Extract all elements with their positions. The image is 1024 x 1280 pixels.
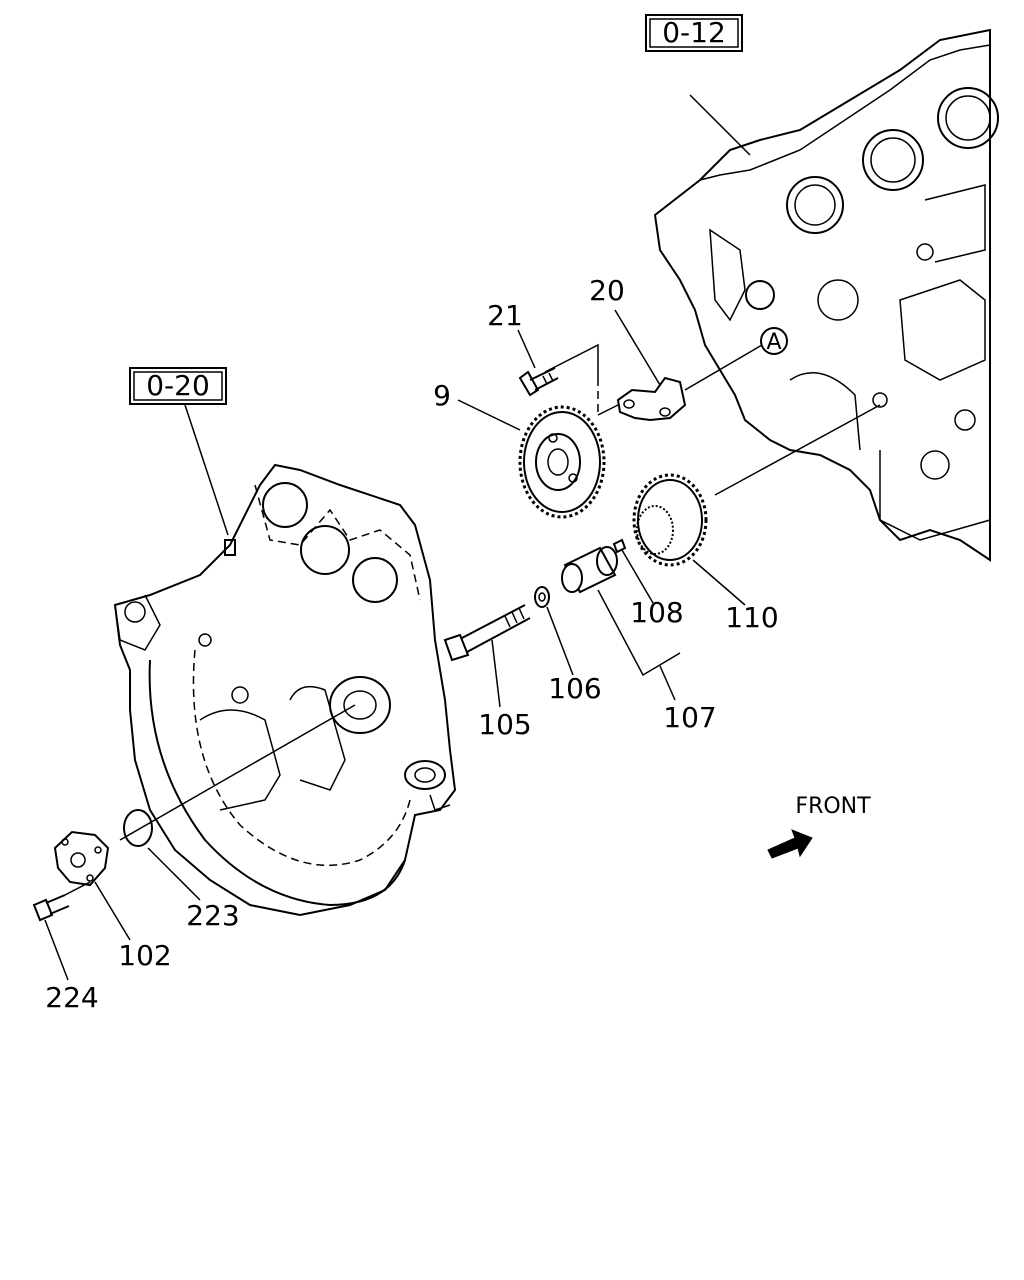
washer-106-illustration [534,586,550,608]
bolt-21-illustration [518,367,559,397]
front-label: FRONT [795,794,871,819]
ref-label-flywheel-housing: 0-20 [146,369,210,402]
oring-223-illustration [123,809,153,847]
front-direction-indicator: FRONT [767,794,871,859]
callout-107: 107 [663,701,716,734]
callout-105: 105 [478,708,531,741]
bolt-224-illustration [32,894,70,922]
flywheel-housing-illustration [113,463,457,917]
callout-20: 20 [589,274,625,307]
cover-102-illustration [53,830,110,887]
engine-block-illustration [653,28,999,562]
callout-9: 9 [433,379,451,412]
shaft-107-illustration [561,538,627,594]
callout-21: 21 [487,299,523,332]
gear-110-illustration [632,473,708,567]
callout-108: 108 [630,596,683,629]
ref-label-engine-block: 0-12 [662,16,726,49]
callout-110: 110 [725,601,778,634]
callout-102: 102 [118,939,171,972]
marker-a: A [760,327,788,355]
marker-a-label: A [766,330,781,355]
callout-224: 224 [45,981,98,1014]
bracket-20-illustration [616,376,687,422]
front-arrow-icon [767,829,813,859]
callout-223: 223 [186,899,239,932]
assembly-lines [44,94,881,981]
gear-9-illustration [518,405,606,519]
ref-box-flywheel-housing: 0-20 [129,367,227,405]
ref-box-engine-block: 0-12 [645,14,743,52]
bolt-105-illustration [443,604,531,662]
callout-106: 106 [548,672,601,705]
